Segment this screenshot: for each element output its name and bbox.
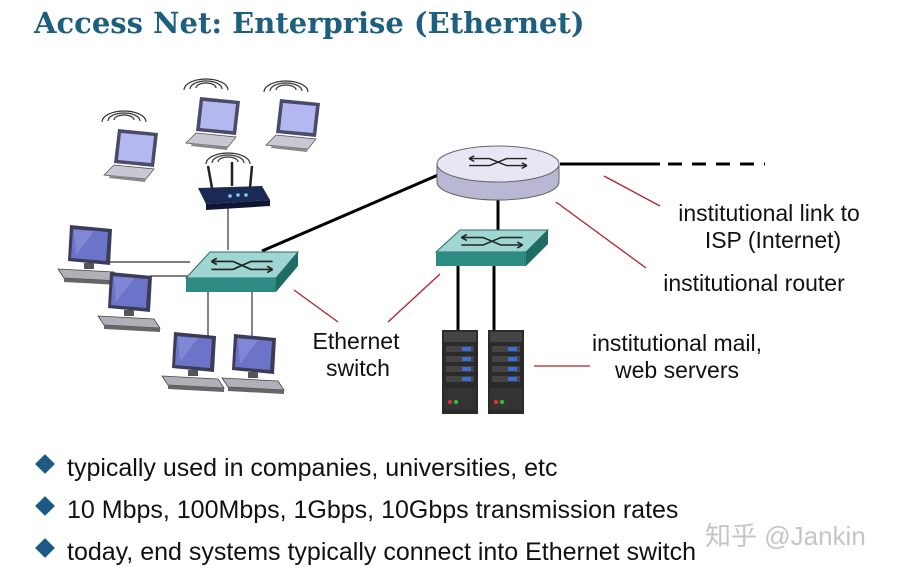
connection-lines bbox=[108, 162, 765, 340]
wifi-router-icon bbox=[198, 152, 270, 210]
bullet-text: typically used in companies, universitie… bbox=[67, 454, 558, 482]
server-icon bbox=[488, 330, 524, 414]
callout-lines bbox=[293, 175, 661, 367]
laptop-icon bbox=[263, 80, 321, 153]
desktop-computer-icon bbox=[161, 331, 225, 393]
ethernet-switch-label-line2: switch bbox=[326, 355, 390, 381]
isp-link-label-line2: ISP (Internet) bbox=[705, 227, 841, 253]
servers-label-line1: institutional mail, bbox=[592, 330, 762, 356]
watermark: 知乎 @Jankin bbox=[705, 521, 866, 551]
router-icon bbox=[436, 145, 560, 201]
network-diagram: Ethernet switch institutional link to IS… bbox=[57, 78, 860, 414]
diamond-bullet-icon bbox=[35, 496, 55, 516]
router-label: institutional router bbox=[663, 270, 845, 296]
bullet-item: typically used in companies, universitie… bbox=[34, 447, 696, 489]
server-icon bbox=[442, 330, 478, 414]
laptop-icon bbox=[101, 110, 159, 183]
bullet-item: 10 Mbps, 100Mbps, 1Gbps, 10Gbps transmis… bbox=[34, 489, 696, 531]
servers-label-line2: web servers bbox=[614, 357, 739, 383]
diamond-bullet-icon bbox=[35, 538, 55, 558]
bullet-text: 10 Mbps, 100Mbps, 1Gbps, 10Gbps transmis… bbox=[67, 496, 679, 524]
ethernet-switch-icon bbox=[184, 251, 300, 292]
slide-title: Access Net: Enterprise (Ethernet) bbox=[34, 6, 585, 40]
diamond-bullet-icon bbox=[35, 454, 55, 474]
ethernet-switch-icon bbox=[434, 229, 550, 266]
desktop-computer-icon bbox=[221, 333, 285, 395]
bullet-list: typically used in companies, universitie… bbox=[34, 447, 696, 573]
bullet-text: today, end systems typically connect int… bbox=[67, 538, 697, 566]
laptop-icon bbox=[183, 78, 241, 151]
bullet-item: today, end systems typically connect int… bbox=[34, 531, 696, 573]
isp-link-label-line1: institutional link to bbox=[678, 200, 860, 226]
ethernet-switch-label-line1: Ethernet bbox=[313, 328, 401, 354]
